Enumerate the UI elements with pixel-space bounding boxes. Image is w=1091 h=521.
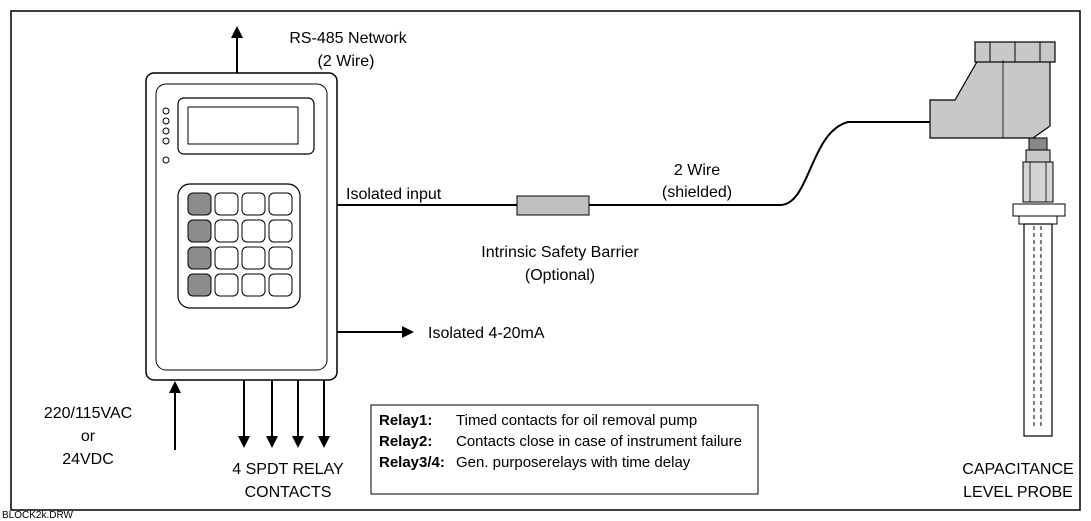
probe-fitting xyxy=(1025,149,1051,163)
relay-arrow-head xyxy=(266,436,278,448)
barrier-label-line1: Intrinsic Safety Barrier xyxy=(481,244,639,261)
keypad-key xyxy=(241,219,266,243)
capacitance-probe xyxy=(929,41,1066,437)
analog-output-arrow-head xyxy=(402,326,414,338)
probe-rod xyxy=(1023,223,1053,437)
keypad-key xyxy=(241,246,266,270)
power-label-line3: 24VDC xyxy=(62,451,114,468)
keypad-key xyxy=(214,219,239,243)
safety-barrier xyxy=(516,195,590,216)
probe-hex-nut xyxy=(1022,161,1054,203)
keypad-key xyxy=(268,246,293,270)
keypad-key xyxy=(214,192,239,216)
status-led xyxy=(162,107,170,115)
analog-output-label: Isolated 4-20mA xyxy=(428,325,545,342)
cable-label-line2: (shielded) xyxy=(662,184,732,201)
relay-notes-box xyxy=(370,404,759,495)
relay-arrow-head xyxy=(318,436,330,448)
network-arrow-head xyxy=(231,26,243,38)
keypad xyxy=(187,192,293,297)
isolated-input-label: Isolated input xyxy=(346,186,442,203)
relay-note-row: Relay2: Contacts close in case of instru… xyxy=(379,433,742,450)
network-label-line1: RS-485 Network xyxy=(289,30,407,47)
relay-note-desc: Contacts close in case of instrument fai… xyxy=(456,433,742,450)
controller-bezel xyxy=(155,83,328,371)
relay-note-desc: Gen. purposerelays with time delay xyxy=(456,454,691,471)
relay-note-row: Relay3/4: Gen. purposerelays with time d… xyxy=(379,454,691,471)
status-led xyxy=(162,156,170,164)
relay-arrow-head xyxy=(292,436,304,448)
keypad-key xyxy=(187,246,212,270)
relay-arrow-head xyxy=(238,436,250,448)
probe-flange xyxy=(1012,203,1066,217)
keypad-key xyxy=(268,219,293,243)
probe-label-line1: CAPACITANCE xyxy=(962,461,1073,478)
probe-neck xyxy=(1028,137,1048,151)
diagram-frame xyxy=(10,10,1081,511)
keypad-key xyxy=(268,192,293,216)
display-outer xyxy=(177,97,315,155)
probe-head xyxy=(929,59,1051,139)
probe-label-line2: LEVEL PROBE xyxy=(963,484,1073,501)
keypad-key xyxy=(241,273,266,297)
relay-note-name: Relay1: xyxy=(379,412,432,429)
keypad-key xyxy=(187,219,212,243)
relays-label-line2: CONTACTS xyxy=(245,484,332,501)
cable-label-line1: 2 Wire xyxy=(674,162,720,179)
relays-label-line1: 4 SPDT RELAY xyxy=(232,461,344,478)
keypad-key xyxy=(187,192,212,216)
keypad-key xyxy=(268,273,293,297)
controller-unit xyxy=(145,72,338,381)
status-led xyxy=(162,127,170,135)
relay-output-arrows xyxy=(238,380,330,448)
keypad-panel xyxy=(177,183,301,309)
lcd-display xyxy=(187,106,299,145)
relay-note-name: Relay3/4: xyxy=(379,454,445,471)
status-led xyxy=(162,117,170,125)
probe-gland xyxy=(1018,215,1058,225)
drawing-file-label: BLOCK2k.DRW xyxy=(2,510,74,521)
power-arrow-head xyxy=(169,381,181,393)
barrier-label-line2: (Optional) xyxy=(525,267,595,284)
power-label-line2: or xyxy=(81,428,96,445)
network-label-line2: (2 Wire) xyxy=(318,53,375,70)
keypad-key xyxy=(187,273,212,297)
relay-note-desc: Timed contacts for oil removal pump xyxy=(456,412,697,429)
keypad-key xyxy=(241,192,266,216)
status-led xyxy=(162,137,170,145)
power-label-line1: 220/115VAC xyxy=(44,405,132,422)
relay-note-row: Relay1: Timed contacts for oil removal p… xyxy=(379,412,697,429)
relay-note-name: Relay2: xyxy=(379,433,432,450)
shielded-cable xyxy=(589,121,930,206)
keypad-key xyxy=(214,273,239,297)
keypad-key xyxy=(214,246,239,270)
